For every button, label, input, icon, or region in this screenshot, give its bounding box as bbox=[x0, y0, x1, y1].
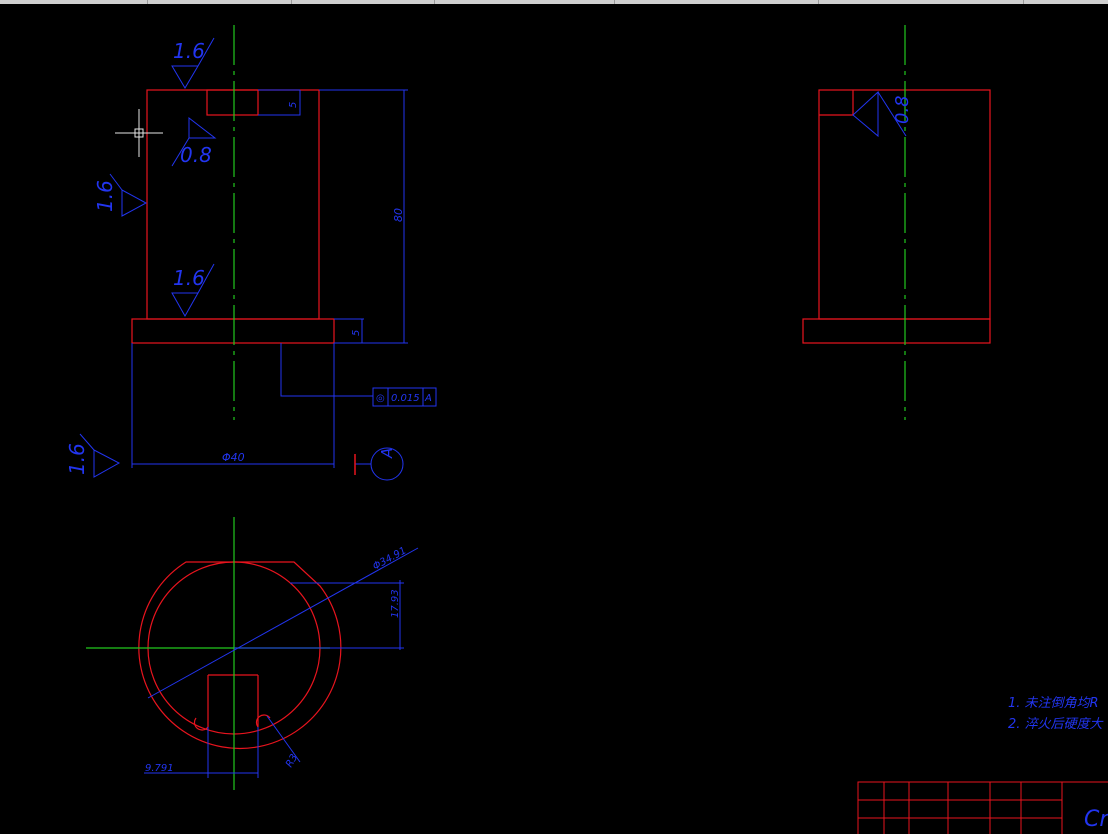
roughness-triangle-icon bbox=[109, 173, 148, 217]
crosshair-cursor-icon bbox=[115, 109, 163, 157]
title-block-text: Cr bbox=[1084, 807, 1108, 832]
datum-label: A bbox=[378, 448, 396, 459]
note-line: 2. 淬火后硬度大 bbox=[1008, 717, 1105, 732]
title-block bbox=[857, 781, 1108, 834]
tolerance-value: 0.015 bbox=[391, 393, 420, 404]
dim-radius: R3 bbox=[284, 752, 300, 769]
roughness-label: 1.6 bbox=[93, 180, 117, 212]
note-line: 1. 未注倒角均R bbox=[1008, 696, 1099, 711]
roughness-label: 1.6 bbox=[173, 39, 205, 63]
dim-slot-width: 9.791 bbox=[145, 763, 174, 774]
dim-bore-diameter: Φ34.91 bbox=[371, 545, 408, 572]
front-view-outline bbox=[131, 89, 335, 344]
roughness-label: 1.6 bbox=[65, 443, 89, 475]
roughness-triangle-icon bbox=[171, 263, 215, 318]
roughness-label: 0.8 bbox=[180, 143, 212, 167]
front-view-dimensions bbox=[79, 37, 437, 481]
technical-notes: 1. 未注倒角均R 2. 淬火后硬度大 bbox=[1008, 696, 1105, 732]
dim-diameter: Φ40 bbox=[222, 451, 245, 464]
dim-top-depth: 5 bbox=[288, 102, 299, 108]
front-view: 1.6 0.8 1.6 1.6 1.6 5 80 5 Φ40 ◎ 0.015 A… bbox=[65, 25, 437, 481]
bottom-view: Φ34.91 17.93 9.791 R3 bbox=[86, 517, 419, 790]
roughness-label: 1.6 bbox=[173, 266, 205, 290]
toolbar-strip bbox=[0, 0, 1108, 4]
dim-flange: 5 bbox=[351, 330, 362, 336]
tolerance-datum: A bbox=[424, 393, 432, 404]
dim-offset: 17.93 bbox=[390, 589, 401, 618]
dim-height: 80 bbox=[392, 208, 405, 222]
tolerance-symbol: ◎ bbox=[376, 393, 385, 404]
roughness-triangle-icon bbox=[79, 433, 121, 478]
roughness-label: 0.8 bbox=[892, 95, 913, 124]
side-view: 0.8 bbox=[802, 25, 991, 420]
roughness-triangle-icon bbox=[171, 116, 217, 167]
roughness-triangle-icon bbox=[852, 90, 907, 138]
roughness-triangle-icon bbox=[171, 37, 215, 89]
